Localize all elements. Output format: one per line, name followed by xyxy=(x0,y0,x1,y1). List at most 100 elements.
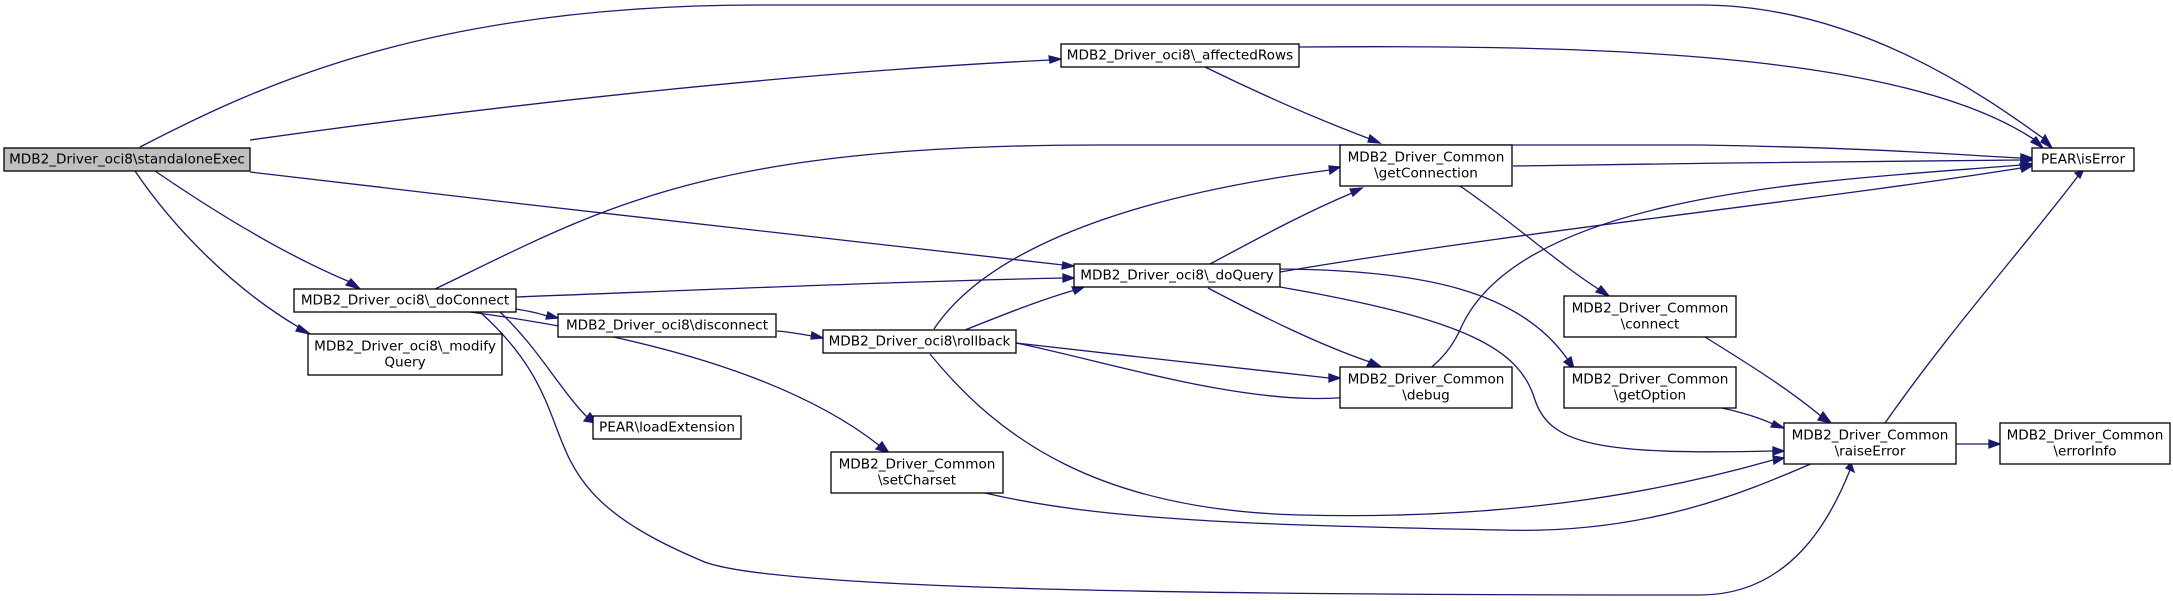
edge-line xyxy=(964,289,1076,331)
node-box xyxy=(3,147,251,172)
node-doConnect[interactable]: MDB2_Driver_oci8\_doConnect xyxy=(293,288,517,313)
node-label: MDB2_Driver_oci8\_affectedRows xyxy=(1067,48,1293,64)
edge-line xyxy=(469,311,881,447)
edge-line xyxy=(1279,286,1774,453)
edge-standaloneExec-to-doConnect xyxy=(154,170,362,291)
edge-doConnect-to-doQuery xyxy=(515,273,1076,298)
node-label: \setCharset xyxy=(878,473,956,489)
edge-doConnect-to-disconnect xyxy=(515,308,561,320)
node-box xyxy=(557,313,777,338)
edge-raiseError-to-isError xyxy=(1884,170,2085,424)
arrowhead xyxy=(1365,358,1382,367)
node-label: MDB2_Driver_Common xyxy=(1348,150,1505,166)
edge-getOption-to-raiseError xyxy=(1721,407,1787,429)
arrowhead xyxy=(1844,461,1856,474)
arrowhead xyxy=(1062,273,1076,283)
node-label: Query xyxy=(384,355,425,371)
edge-doQuery-to-getOption xyxy=(1279,268,1576,371)
edge-line xyxy=(1279,268,1569,361)
node-getOption[interactable]: MDB2_Driver_Common\getOption xyxy=(1563,366,1737,409)
node-label: MDB2_Driver_oci8\disconnect xyxy=(566,318,768,334)
arrowhead xyxy=(1772,446,1786,456)
node-rollback[interactable]: MDB2_Driver_oci8\rollback xyxy=(822,329,1017,354)
node-box xyxy=(1339,144,1513,187)
edge-line xyxy=(479,311,1851,596)
node-connect[interactable]: MDB2_Driver_Common\connect xyxy=(1563,295,1737,338)
arrowhead xyxy=(1048,55,1064,64)
edge-doQuery-to-raiseError xyxy=(1279,286,1786,456)
node-setCharset[interactable]: MDB2_Driver_Common\setCharset xyxy=(830,451,1004,494)
node-loadExtension[interactable]: PEAR\loadExtension xyxy=(592,415,742,440)
edge-line xyxy=(1015,342,1330,379)
node-raiseError[interactable]: MDB2_Driver_Common\raiseError xyxy=(1783,422,1957,465)
node-label: \debug xyxy=(1402,388,1449,404)
arrowhead xyxy=(1772,455,1786,466)
edge-line xyxy=(1015,164,2022,400)
node-box xyxy=(592,415,742,440)
node-label: \getOption xyxy=(1614,388,1686,404)
edge-rollback-to-raiseError xyxy=(929,353,1786,517)
node-standaloneExec[interactable]: MDB2_Driver_oci8\standaloneExec xyxy=(3,147,251,172)
arrowhead xyxy=(1328,373,1342,383)
node-isError[interactable]: PEAR\isError xyxy=(2031,147,2135,172)
arrowhead xyxy=(1071,286,1086,296)
node-label: PEAR\loadExtension xyxy=(599,420,735,436)
edge-standaloneExec-to-affectedRows xyxy=(249,55,1064,141)
edge-standaloneExec-to-modifyQuery xyxy=(134,170,311,335)
arrowhead xyxy=(1349,187,1364,198)
node-debug[interactable]: MDB2_Driver_Common\debug xyxy=(1339,366,1513,409)
node-label: MDB2_Driver_Common xyxy=(1572,301,1729,317)
edge-rollback-to-getConnection xyxy=(933,165,1342,330)
edge-line xyxy=(249,59,1051,141)
node-box xyxy=(1999,422,2171,465)
edge-line xyxy=(154,170,351,283)
edge-doConnect-to-setCharset xyxy=(469,311,891,455)
edge-line xyxy=(1884,175,2079,424)
arrowhead xyxy=(1562,355,1576,371)
edge-line xyxy=(776,330,813,337)
node-label: \errorInfo xyxy=(2053,444,2116,460)
node-label: \raiseError xyxy=(1835,444,1906,460)
edge-getConnection-to-connect xyxy=(1459,185,1611,298)
node-box xyxy=(830,451,1004,494)
edge-affectedRows-to-isError xyxy=(1298,46,2045,150)
node-label: MDB2_Driver_oci8\_doConnect xyxy=(301,293,509,309)
node-box xyxy=(822,329,1017,354)
node-getConnection[interactable]: MDB2_Driver_Common\getConnection xyxy=(1339,144,1513,187)
node-label: MDB2_Driver_Common xyxy=(839,457,996,473)
edge-line xyxy=(1279,167,2022,273)
arrowhead xyxy=(1816,410,1833,425)
node-label: MDB2_Driver_Common xyxy=(2007,428,2164,444)
node-disconnect[interactable]: MDB2_Driver_oci8\disconnect xyxy=(557,313,777,338)
edge-doConnect-to-raiseError xyxy=(479,311,1856,596)
arrowhead xyxy=(2073,170,2085,180)
node-layer: MDB2_Driver_oci8\standaloneExecMDB2_Driv… xyxy=(3,43,2171,494)
edge-rollback-to-debug xyxy=(1015,342,1342,383)
edge-line xyxy=(134,170,301,329)
edge-line xyxy=(929,353,1774,517)
edge-line xyxy=(515,277,1064,298)
node-affectedRows[interactable]: MDB2_Driver_oci8\_affectedRows xyxy=(1060,43,1300,68)
node-box xyxy=(2031,147,2135,172)
arrowhead xyxy=(344,278,362,291)
node-label: \getConnection xyxy=(1374,166,1478,182)
node-box xyxy=(1783,422,1957,465)
arrowhead xyxy=(545,311,561,320)
edge-line xyxy=(434,144,2022,290)
node-box xyxy=(293,288,517,313)
arrowhead xyxy=(2029,135,2045,150)
edge-standaloneExec-to-doQuery xyxy=(249,171,1077,270)
arrowhead xyxy=(2040,133,2054,150)
arrowhead xyxy=(1988,439,2002,449)
edge-disconnect-to-rollback xyxy=(776,330,826,340)
arrowhead xyxy=(810,330,826,340)
edge-line xyxy=(515,308,548,317)
edge-line xyxy=(984,459,1821,532)
node-label: MDB2_Driver_oci8\rollback xyxy=(829,334,1011,350)
node-doQuery[interactable]: MDB2_Driver_oci8\_doQuery xyxy=(1073,263,1281,288)
node-errorInfo[interactable]: MDB2_Driver_Common\errorInfo xyxy=(1999,422,2171,465)
node-label: MDB2_Driver_oci8\_modify xyxy=(314,339,496,355)
arrowhead xyxy=(2020,153,2034,163)
